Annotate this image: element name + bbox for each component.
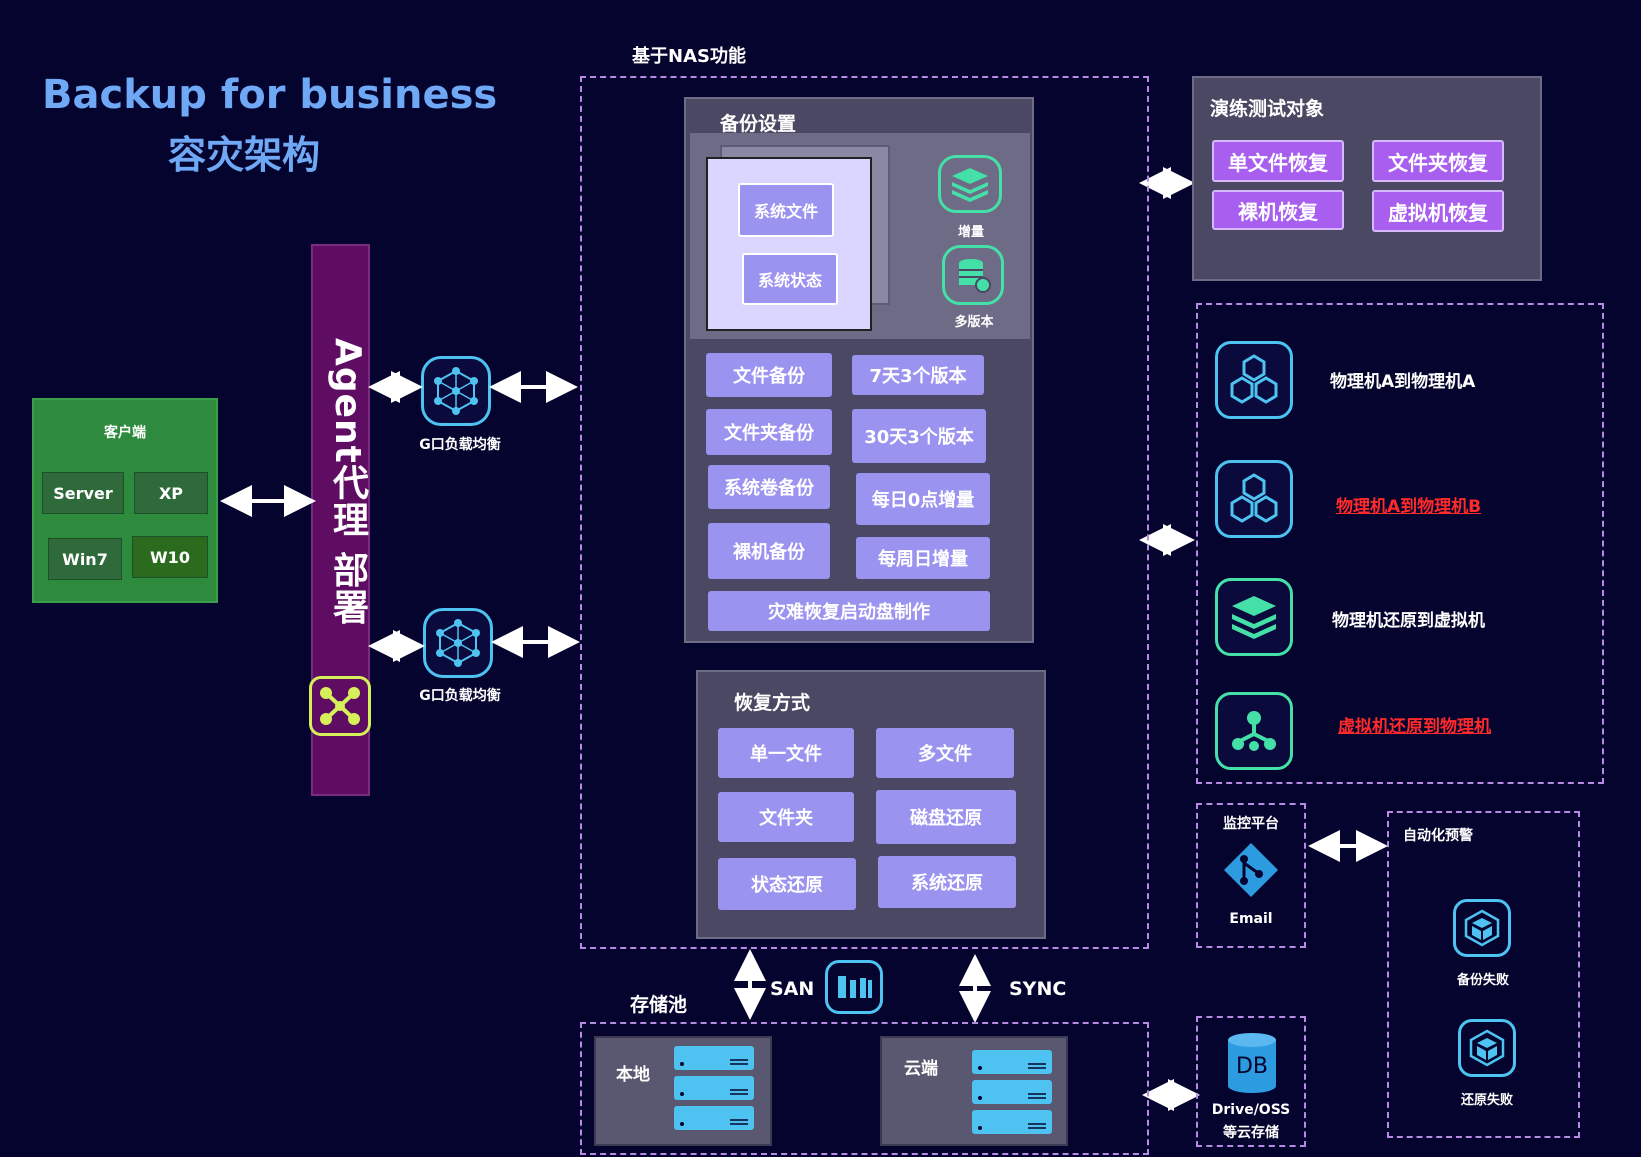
volume-backup-button[interactable]: 系统卷备份 — [708, 465, 830, 509]
local-storage-panel: 本地 — [594, 1036, 772, 1146]
layers-icon — [1215, 578, 1293, 656]
local-label: 本地 — [616, 1065, 650, 1085]
scenario-2-link[interactable]: 物理机A到物理机B — [1336, 497, 1482, 517]
retention-7day-button[interactable]: 7天3个版本 — [852, 355, 984, 395]
database-icon: DB — [1224, 1032, 1280, 1094]
restore-title: 恢复方式 — [734, 692, 811, 714]
incremental-icon — [938, 155, 1002, 213]
agent-label: Agent代理 部署 — [327, 338, 368, 626]
drill-single-file-button[interactable]: 单文件恢复 — [1212, 140, 1344, 182]
scenario-4-link[interactable]: 虚拟机还原到物理机 — [1338, 717, 1491, 737]
network-hub-icon — [309, 676, 371, 736]
client-title: 客户端 — [104, 425, 146, 441]
san-label: SAN — [770, 978, 815, 1000]
alert-container: 自动化预警 备份失败 还原失败 — [1387, 811, 1580, 1138]
restore-folder-button[interactable]: 文件夹 — [718, 792, 854, 842]
cloud-label: 云端 — [904, 1059, 938, 1079]
client-box: 客户端 Server XP Win7 W10 — [32, 398, 218, 603]
bare-metal-backup-button[interactable]: 裸机备份 — [708, 523, 830, 579]
cloud-storage-label: 等云存储 — [1223, 1125, 1279, 1141]
retention-30day-button[interactable]: 30天3个版本 — [852, 409, 986, 463]
title-line1: Backup for business — [42, 72, 498, 118]
drill-folder-button[interactable]: 文件夹恢复 — [1372, 140, 1504, 182]
db-label: DB — [1235, 1054, 1269, 1079]
system-files-button[interactable]: 系统文件 — [738, 183, 834, 237]
restore-panel: 恢复方式 单一文件 多文件 文件夹 磁盘还原 状态还原 系统还原 — [696, 670, 1046, 939]
multi-version-icon — [942, 245, 1004, 305]
cloud-storage-panel: 云端 — [880, 1036, 1068, 1146]
recovery-boot-disk-button[interactable]: 灾难恢复启动盘制作 — [708, 591, 990, 631]
incremental-label: 增量 — [957, 225, 984, 240]
share-icon — [1215, 692, 1293, 770]
cube-icon-backup-failed — [1453, 899, 1511, 957]
scenario-1-label: 物理机A到物理机A — [1330, 372, 1476, 392]
client-w10[interactable]: W10 — [132, 536, 208, 578]
client-win7[interactable]: Win7 — [48, 538, 122, 580]
backup-settings-panel: 备份设置 系统文件 系统状态 增量 多版本 文件备份 文件夹备份 系统卷备份 裸… — [684, 97, 1034, 643]
drill-title: 演练测试对象 — [1210, 98, 1325, 120]
system-state-button[interactable]: 系统状态 — [742, 253, 838, 305]
load-balancer-bottom-label: G口负载均衡 — [419, 688, 501, 704]
nas-label: 基于NAS功能 — [632, 46, 746, 67]
storage-pool-container: 本地 云端 — [580, 1022, 1149, 1155]
load-balancer-top-label: G口负载均衡 — [419, 437, 501, 453]
hexagons-icon-1 — [1215, 341, 1293, 419]
load-balancer-top-icon — [421, 356, 491, 426]
cloud-db-container: DB Drive/OSS 等云存储 — [1196, 1016, 1306, 1147]
hexagons-icon-2 — [1215, 460, 1293, 538]
cube-icon-restore-failed — [1458, 1019, 1516, 1077]
email-label: Email — [1229, 911, 1273, 927]
restore-state-button[interactable]: 状态还原 — [718, 858, 856, 910]
server-rack-icon-local — [674, 1046, 756, 1136]
drill-bare-metal-button[interactable]: 裸机恢复 — [1212, 190, 1344, 230]
git-diamond-icon — [1222, 841, 1280, 899]
weekly-incremental-button[interactable]: 每周日增量 — [856, 537, 990, 579]
title-line2: 容灾架构 — [168, 133, 321, 177]
client-server[interactable]: Server — [42, 472, 124, 514]
agent-bar: Agent代理 部署 — [309, 244, 371, 796]
monitor-title: 监控平台 — [1223, 816, 1279, 832]
backup-failed-label: 备份失败 — [1456, 973, 1509, 988]
storage-pool-label: 存储池 — [630, 994, 688, 1016]
scenario-3-label: 物理机还原到虚拟机 — [1332, 611, 1485, 631]
load-balancer-bottom-icon — [423, 608, 493, 678]
folder-backup-button[interactable]: 文件夹备份 — [706, 409, 832, 455]
daily-incremental-button[interactable]: 每日0点增量 — [856, 473, 990, 525]
backup-settings-title: 备份设置 — [720, 113, 797, 135]
drive-oss-label: Drive/OSS — [1211, 1102, 1291, 1118]
sync-label: SYNC — [1009, 978, 1067, 1000]
monitor-container: 监控平台 Email — [1196, 803, 1306, 948]
file-backup-button[interactable]: 文件备份 — [706, 353, 832, 397]
san-icon — [825, 960, 883, 1014]
system-card: 系统文件 系统状态 — [706, 157, 872, 331]
restore-failed-label: 还原失败 — [1460, 1093, 1513, 1108]
restore-single-file-button[interactable]: 单一文件 — [718, 728, 854, 778]
restore-system-button[interactable]: 系统还原 — [878, 856, 1016, 908]
scenarios-container — [1196, 303, 1604, 784]
nas-container — [580, 76, 1149, 949]
server-rack-icon-cloud — [972, 1050, 1054, 1140]
drill-vm-button[interactable]: 虚拟机恢复 — [1372, 190, 1504, 232]
drill-panel: 演练测试对象 单文件恢复 文件夹恢复 裸机恢复 虚拟机恢复 — [1192, 76, 1542, 281]
multi-version-label: 多版本 — [954, 315, 994, 330]
restore-multi-file-button[interactable]: 多文件 — [876, 728, 1014, 778]
client-xp[interactable]: XP — [134, 472, 208, 514]
alert-title: 自动化预警 — [1403, 828, 1473, 844]
restore-disk-button[interactable]: 磁盘还原 — [876, 790, 1016, 844]
